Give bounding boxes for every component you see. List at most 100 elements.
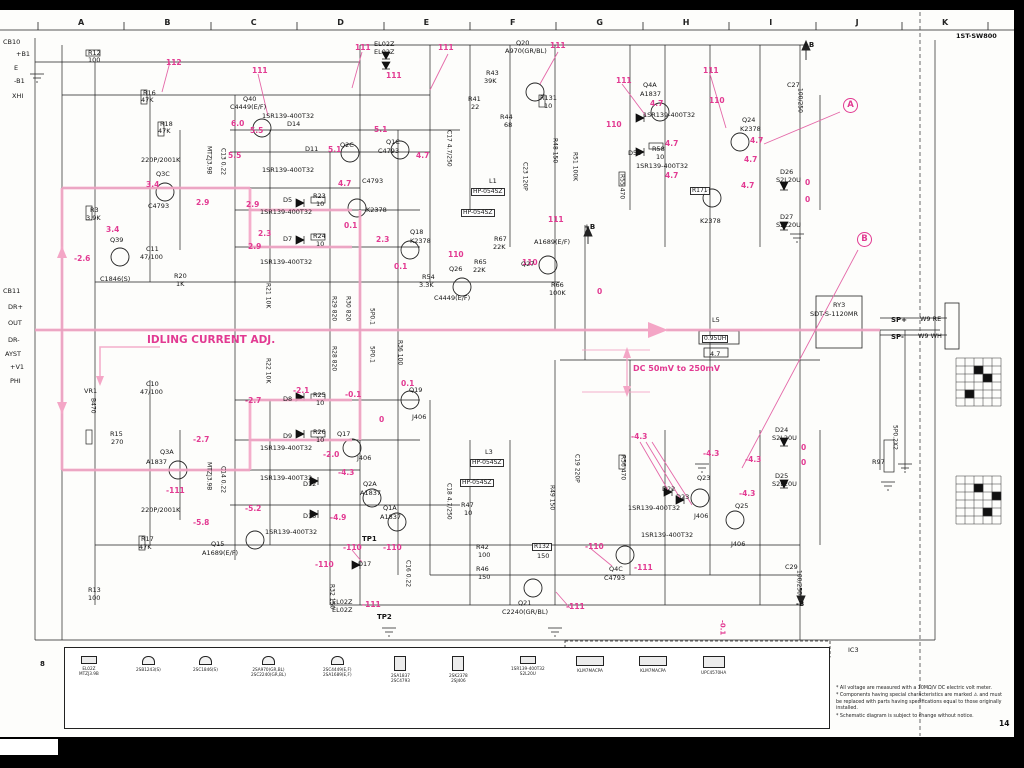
schematic-label: -110 <box>343 543 362 552</box>
schematic-label: 111 <box>550 41 566 50</box>
package-label: 2SJ406 <box>451 678 466 684</box>
schematic-label: C19 220P <box>573 454 581 483</box>
schematic-label: R22 10K <box>264 358 272 384</box>
schematic-label: 3.4 <box>146 180 160 189</box>
schematic-label: 0 <box>801 458 807 467</box>
grid-letter-B: B <box>164 18 171 27</box>
schematic-label: 1SR139-400T32 <box>262 166 315 174</box>
schematic-label: 3.3K <box>419 281 434 289</box>
schematic-label: K2378 <box>366 206 387 214</box>
schematic-label: 1SR139-400T32 <box>260 258 313 266</box>
schematic-label: C10 <box>146 380 159 388</box>
schematic-label: -111 <box>634 563 653 572</box>
schematic-label: R36 100 <box>396 340 404 366</box>
schematic-label: 150 <box>478 573 491 581</box>
schematic-label: 5P0.2X2 <box>891 425 899 450</box>
supply-arrows <box>583 39 811 607</box>
schematic-label: R25 <box>313 391 326 399</box>
schematic-label: 1SR139-400T32 <box>260 208 313 216</box>
package-label: 2SA970(GR,BL) <box>252 667 285 672</box>
schematic-label: 1SR139-400T32 <box>260 444 313 452</box>
schematic-label: 3.9K <box>86 214 101 222</box>
grid-letter-I: I <box>769 18 773 27</box>
schematic-label: -B1 <box>14 77 25 85</box>
schematic-label: 220P/2001K <box>141 506 181 514</box>
schematic-label: Q2A <box>363 480 377 488</box>
package-label: 2SB1243(S) <box>136 667 161 672</box>
schematic-label: 5.1 <box>374 125 388 134</box>
schematic-label: 4.7 <box>650 99 664 108</box>
schematic-label: 68 <box>504 121 513 129</box>
schematic-label: D14 <box>287 120 301 128</box>
schematic-label: -111 <box>362 600 381 609</box>
sip-package-icon <box>639 656 667 666</box>
schematic-label: R131 <box>540 94 557 102</box>
schematic-label: 110 <box>522 258 538 267</box>
schematic-label: 4.7 <box>750 136 764 145</box>
schematic-label: 100/250 <box>795 570 803 595</box>
schematic-label: Q19 <box>409 386 423 394</box>
schematic-label: 47/100 <box>140 388 163 396</box>
bottom-notch <box>0 739 58 755</box>
grid-letter-A: A <box>78 18 85 27</box>
to92-package-icon <box>198 656 212 665</box>
schematic-label: -4.3 <box>703 449 720 458</box>
schematic-label: A1689(E/F) <box>202 549 239 557</box>
schematic-label: 22 <box>471 103 480 111</box>
schematic-label: -2.6 <box>74 254 91 263</box>
package-label: 2SC2240(GR,BL) <box>251 672 286 678</box>
grid-letter-K: K <box>942 18 949 27</box>
schematic-label: -2.0 <box>323 450 340 459</box>
schematic-label: SP+ <box>891 316 908 324</box>
schematic-label: 10 <box>316 399 325 407</box>
schematic-label: 10 <box>316 200 325 208</box>
schematic-label: A1689(E/F) <box>534 238 571 246</box>
schematic-label: R67 <box>494 235 507 243</box>
schematic-label: -110 <box>315 560 334 569</box>
highlight-arrows <box>57 246 668 414</box>
grid-letter-D: D <box>337 18 344 27</box>
idling-current-adj-label: IDLING CURRENT ADJ. <box>147 334 276 346</box>
schematic-label: -5.8 <box>193 518 210 527</box>
schematic-label: 47K <box>139 543 152 551</box>
schematic-label: R12 <box>88 49 101 57</box>
schematic-label: D23 <box>676 493 690 501</box>
schematic-label: Q23 <box>697 474 711 482</box>
schematic-label: Q26 <box>449 265 463 273</box>
package-label: 2SC4793 <box>391 678 410 684</box>
schematic-label: R20 <box>174 272 187 280</box>
schematic-label: L3 <box>485 448 493 456</box>
schematic-label: A1837 <box>360 489 381 497</box>
schematic-label: 47K <box>141 96 154 104</box>
package-label: 2SA1689(E,F) <box>323 672 352 678</box>
schematic-label: R17 <box>141 535 154 543</box>
schematic-label: PHI <box>10 377 21 385</box>
schematic-label: R58 <box>652 145 665 153</box>
package-label: KLM7MACPA <box>577 668 603 673</box>
schematic-label: R54 <box>422 273 435 281</box>
schematic-label: R55 470 <box>618 174 626 200</box>
package-label: S2L20U <box>519 671 536 677</box>
schematic-label: 1SR139-400T32 <box>265 528 318 536</box>
schematic-label: R48 150 <box>551 138 559 164</box>
package-9: KLM7MACPA <box>639 656 667 673</box>
schematic-label: CB11 <box>3 287 21 295</box>
schematic-label: RY3 <box>833 301 846 309</box>
schematic-label: C14 0.22 <box>219 466 227 494</box>
schematic-label: 5P0.1 <box>368 308 376 325</box>
schematic-label: R46 <box>476 565 489 573</box>
schematic-label: -B <box>796 600 805 608</box>
schematic-label: TP1 <box>362 535 377 543</box>
schematic-label: AYST <box>5 350 22 358</box>
to220-package-icon <box>452 656 465 671</box>
package-label: 2SA1837 <box>391 673 410 678</box>
schematic-label: 0 <box>597 287 603 296</box>
schematic-label: EL02Z <box>332 606 353 614</box>
schematic-label: -4.3 <box>338 468 355 477</box>
schematic-label: TP2 <box>377 613 392 621</box>
schematic-label: EL02Z <box>332 598 353 606</box>
schematic-label: C16 0.22 <box>404 560 412 588</box>
schematic-label: Q1C <box>386 138 400 146</box>
schematic-label: -0.1 <box>345 390 362 399</box>
